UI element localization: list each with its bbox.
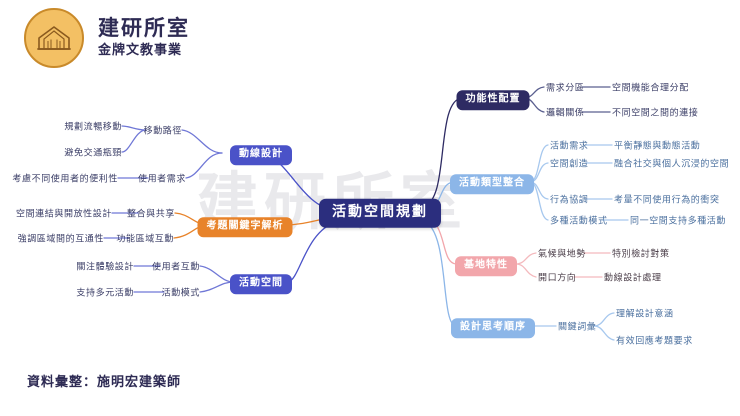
branch-node-dongxian-sheji[interactable]: 動線設計 xyxy=(230,141,292,165)
leaf-node[interactable]: 空間連結與開放性設計 xyxy=(15,209,112,220)
leaf-node[interactable]: 支持多元活動 xyxy=(76,288,134,299)
branch-node-huodong-leixing-zhenghe[interactable]: 活動類型整合 xyxy=(450,170,534,194)
branch-label: 考題關鍵字解析 xyxy=(197,217,293,237)
sub-node-huodong-moshi[interactable]: 活動模式 xyxy=(161,288,200,299)
sub-node-zhenghe-yu-gongxiang[interactable]: 整合與共享 xyxy=(126,209,175,220)
sub-node-shiyongzhe-hudong[interactable]: 使用者互動 xyxy=(151,262,200,273)
leaf-node[interactable]: 關注體驗設計 xyxy=(76,262,134,273)
sub-node-huodong-xuqiu[interactable]: 活動需求 xyxy=(550,141,589,152)
leaf-node[interactable]: 空間機能合理分配 xyxy=(612,83,689,94)
leaf-node[interactable]: 避免交通瓶頸 xyxy=(64,148,122,159)
sub-node-gongneng-quyu-hudong[interactable]: 功能區域互動 xyxy=(116,234,174,245)
sub-node-kaikou-fangxiang[interactable]: 開口方向 xyxy=(538,273,577,284)
branch-label: 活動空間 xyxy=(230,274,292,294)
branch-label: 動線設計 xyxy=(230,145,292,165)
brand-logo: 建研所室 金牌文教事業 xyxy=(24,8,190,68)
leaf-node[interactable]: 考量不同使用行為的衝突 xyxy=(614,195,720,206)
brand-subtitle: 金牌文教事業 xyxy=(98,42,183,58)
branch-label: 設計思考順序 xyxy=(451,318,535,338)
sub-node-qihou-yu-dishi[interactable]: 氣候與地勢 xyxy=(538,249,587,260)
sub-node-luoji-guanxi[interactable]: 邏輯關係 xyxy=(546,108,585,119)
leaf-node[interactable]: 理解設計意涵 xyxy=(616,309,674,320)
branch-label: 功能性配置 xyxy=(456,90,530,110)
branch-node-huodong-kongjian[interactable]: 活動空間 xyxy=(230,270,292,294)
sub-node-shiyongzhe-xuqiu[interactable]: 使用者需求 xyxy=(137,174,186,185)
branch-label: 基地特性 xyxy=(455,256,517,276)
branch-node-sheji-sikao-shunxu[interactable]: 設計思考順序 xyxy=(451,314,535,338)
sub-node-kongjian-chuangzao[interactable]: 空間創造 xyxy=(550,159,589,170)
leaf-node[interactable]: 平衡靜態與動態活動 xyxy=(614,141,701,152)
credit-line: 資料彙整：施明宏建築師 xyxy=(27,375,182,390)
leaf-node[interactable]: 強調區域間的互通性 xyxy=(17,234,104,245)
branch-node-gongnengxing-peizhi[interactable]: 功能性配置 xyxy=(456,86,530,110)
sub-node-guanjian-cihui[interactable]: 關鍵詞彙 xyxy=(558,322,597,333)
sub-node-yidong-lujing[interactable]: 移動路徑 xyxy=(143,126,182,137)
branch-node-kaoti-guanjianzi-jiexi[interactable]: 考題關鍵字解析 xyxy=(197,213,293,237)
center-node[interactable]: 活動空間規劃 xyxy=(319,198,441,228)
leaf-node[interactable]: 考慮不同使用者的便利性 xyxy=(12,174,118,185)
leaf-node[interactable]: 動線設計處理 xyxy=(604,273,662,284)
building-arch-icon xyxy=(24,8,84,68)
leaf-node[interactable]: 有效回應考題要求 xyxy=(616,336,693,347)
leaf-node[interactable]: 不同空間之間的連接 xyxy=(612,108,699,119)
branch-label: 活動類型整合 xyxy=(450,174,534,194)
leaf-node[interactable]: 規劃流暢移動 xyxy=(64,122,122,133)
leaf-node[interactable]: 融合社交與個人沉浸的空間 xyxy=(614,159,730,170)
sub-node-xingwei-xietiao[interactable]: 行為協調 xyxy=(550,195,589,206)
branch-node-jidi-texing[interactable]: 基地特性 xyxy=(455,252,517,276)
leaf-node[interactable]: 同一空間支持多種活動 xyxy=(630,216,727,227)
leaf-node[interactable]: 特別檢討對策 xyxy=(612,249,670,260)
brand-title: 建研所室 xyxy=(98,16,190,41)
center-node-label: 活動空間規劃 xyxy=(319,198,441,228)
sub-node-duozhong-huodong-moshi[interactable]: 多種活動模式 xyxy=(550,216,608,227)
sub-node-xuqiu-fenqu[interactable]: 需求分區 xyxy=(546,83,585,94)
